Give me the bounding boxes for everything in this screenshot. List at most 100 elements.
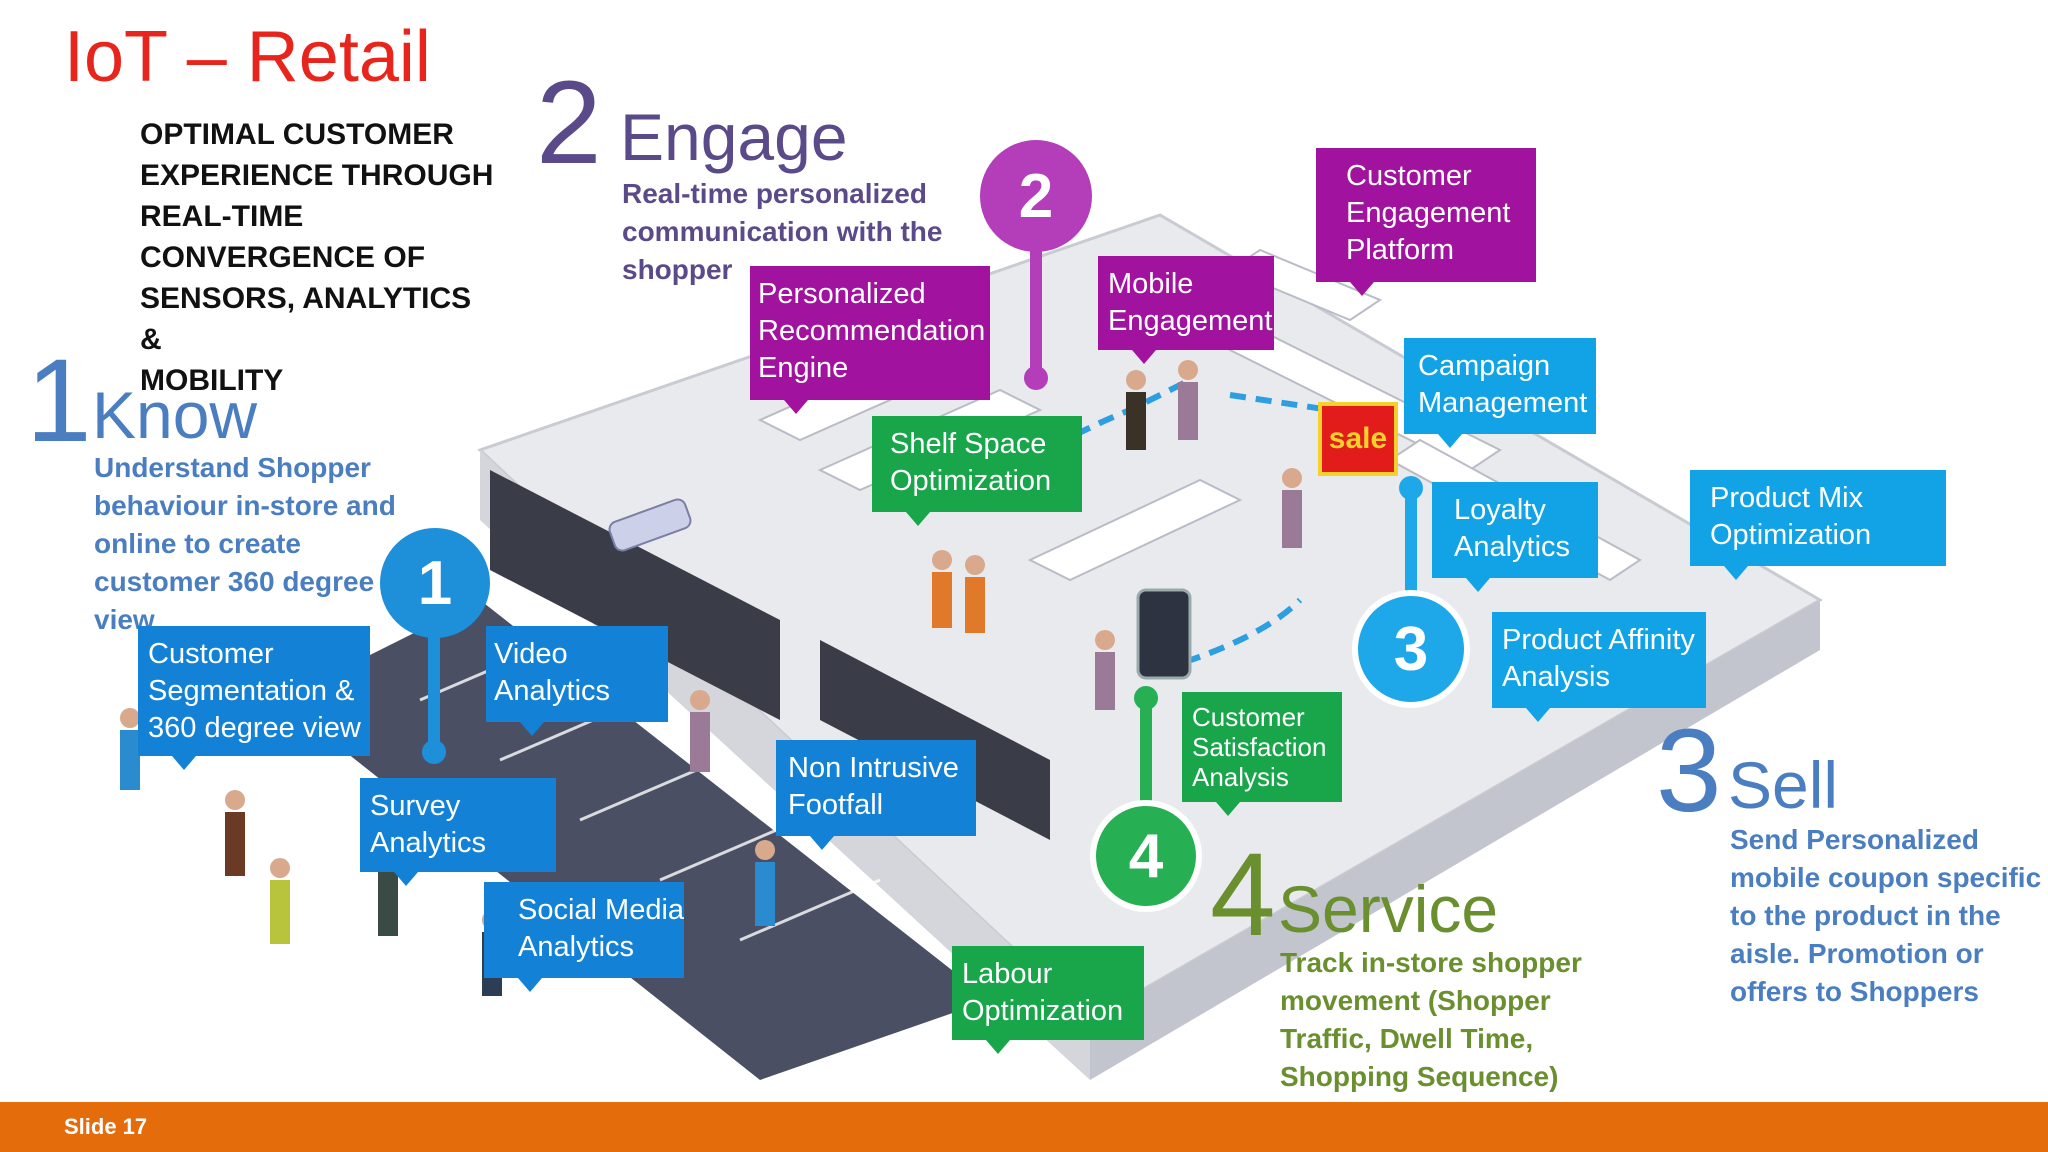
callout-line: Engagement: [1346, 197, 1511, 229]
callout-customer-segmentation: Customer Segmentation & 360 degree view: [138, 626, 370, 770]
sale-sign-text: sale: [1329, 422, 1387, 455]
store-right-wall: [1090, 600, 1820, 1080]
stage-know-number: 1: [26, 335, 92, 467]
stage-sell-desc: Send Personalized mobile coupon specific…: [1730, 821, 2041, 1011]
callout-line: Analytics: [518, 931, 635, 963]
callout-loyalty-analytics: Loyalty Analytics: [1432, 482, 1598, 592]
stage-service-number: 4: [1210, 829, 1276, 961]
desc-line: Track in-store shopper: [1280, 947, 1582, 978]
desc-line: offers to Shoppers: [1730, 976, 1979, 1007]
callout-line: Labour: [962, 958, 1053, 990]
stage-engage-desc: Real-time personalized communication wit…: [622, 175, 942, 289]
callout-line: Product Affinity: [1502, 624, 1695, 656]
callout-line: Personalized: [758, 278, 926, 310]
callout-survey-analytics: Survey Analytics: [360, 778, 556, 886]
pin-4-stem: [1140, 700, 1152, 820]
callout-line: Shelf Space: [890, 428, 1047, 460]
callout-line: Loyalty: [1454, 494, 1546, 526]
subtitle-line: SENSORS, ANALYTICS &: [140, 282, 472, 356]
callout-line: Optimization: [962, 995, 1124, 1027]
pin-3: 3: [1352, 590, 1470, 708]
callout-non-intrusive-footfall: Non Intrusive Footfall: [776, 740, 976, 850]
callout-line: Footfall: [788, 789, 884, 821]
pin-2-stem: [1030, 230, 1042, 380]
stage-know-desc: Understand Shopper behaviour in-store an…: [94, 449, 396, 639]
stage-sell-number: 3: [1656, 705, 1722, 837]
storefront: [490, 470, 780, 720]
people: [120, 360, 1302, 996]
callout-customer-satisfaction-analysis: Customer Satisfaction Analysis: [1182, 692, 1342, 816]
stage-engage-number: 2: [536, 57, 602, 189]
desc-line: Traffic, Dwell Time,: [1280, 1023, 1534, 1054]
subtitle-line: MOBILITY: [140, 364, 284, 397]
stage-service-name: Service: [1278, 872, 1499, 946]
subtitle-line: OPTIMAL CUSTOMER: [140, 118, 454, 151]
callout-line: Customer: [1192, 702, 1305, 732]
callout-line: Customer: [1346, 160, 1472, 192]
callout-labour-optimization: Labour Optimization: [952, 946, 1144, 1054]
callout-line: Analysis: [1502, 661, 1610, 693]
pin-2: 2: [980, 140, 1092, 252]
desc-line: Send Personalized: [1730, 824, 1979, 855]
callout-line: Platform: [1346, 234, 1454, 266]
subtitle-line: EXPERIENCE THROUGH: [140, 159, 494, 192]
stage-engage-name: Engage: [620, 100, 848, 174]
stage-know-name: Know: [92, 378, 258, 452]
callout-line: Optimization: [1710, 519, 1872, 551]
desc-line: online to create: [94, 528, 301, 559]
callout-line: Mobile: [1108, 268, 1194, 300]
desc-line: shopper: [622, 254, 733, 285]
subtitle: OPTIMAL CUSTOMER EXPERIENCE THROUGH REAL…: [140, 114, 500, 401]
callout-video-analytics: Video Analytics: [486, 626, 668, 736]
desc-line: behaviour in-store and: [94, 490, 396, 521]
camera-icon: [608, 498, 692, 552]
desc-line: Shopping Sequence): [1280, 1061, 1559, 1092]
callout-product-mix-optimization: Product Mix Optimization: [1690, 470, 1946, 580]
callout-line: Analytics: [370, 827, 487, 859]
footer-bar: Slide 17: [0, 1102, 2048, 1152]
callout-line: 360 degree view: [148, 712, 361, 744]
desc-line: Real-time personalized: [622, 178, 927, 209]
pin-1-stem: [428, 620, 440, 750]
desc-line: mobile coupon specific: [1730, 862, 2042, 893]
callout-line: Product Mix: [1710, 482, 1864, 514]
desc-line: movement (Shopper: [1280, 985, 1551, 1016]
callout-line: Analysis: [1192, 762, 1289, 792]
parking-lot: [280, 600, 990, 1080]
callout-line: Video: [494, 638, 568, 670]
callout-line: Social Media: [518, 894, 685, 926]
callout-social-media-analytics: Social Media Analytics: [484, 882, 685, 992]
stage-sell-name: Sell: [1728, 748, 1839, 822]
callout-line: Campaign: [1418, 350, 1551, 382]
desc-line: customer 360 degree: [94, 566, 375, 597]
callout-line: Optimization: [890, 465, 1052, 497]
desc-line: aisle. Promotion or: [1730, 938, 1984, 969]
callout-line: Recommendation: [758, 315, 986, 347]
callout-campaign-management: Campaign Management: [1404, 338, 1596, 448]
callout-product-affinity-analysis: Product Affinity Analysis: [1492, 612, 1706, 722]
desc-line: communication with the: [622, 216, 943, 247]
callout-line: Customer: [148, 638, 274, 670]
pin-4: 4: [1090, 800, 1202, 912]
page-title: IoT – Retail: [64, 17, 431, 97]
subtitle-line: CONVERGENCE OF: [140, 241, 426, 274]
desc-line: Understand Shopper: [94, 452, 371, 483]
callout-line: Engagement: [1108, 305, 1273, 337]
desc-line: to the product in the: [1730, 900, 2001, 931]
callout-personalized-recommendation: Personalized Recommendation Engine: [750, 266, 990, 414]
callout-line: Analytics: [1454, 531, 1571, 563]
pin-1: 1: [380, 528, 490, 638]
callout-line: Survey: [370, 790, 461, 822]
callout-line: Management: [1418, 387, 1588, 419]
callout-shelf-space-optimization: Shelf Space Optimization: [872, 416, 1082, 526]
callout-mobile-engagement: Mobile Engagement: [1098, 256, 1274, 364]
callout-line: Analytics: [494, 675, 611, 707]
subtitle-line: REAL-TIME: [140, 200, 304, 233]
callout-line: Non Intrusive: [788, 752, 959, 784]
callout-line: Satisfaction: [1192, 732, 1327, 762]
stage-service-desc: Track in-store shopper movement (Shopper…: [1280, 944, 1582, 1096]
callout-line: Engine: [758, 352, 849, 384]
callout-line: Segmentation &: [148, 675, 355, 707]
callout-customer-engagement-platform: Customer Engagement Platform: [1316, 148, 1536, 296]
